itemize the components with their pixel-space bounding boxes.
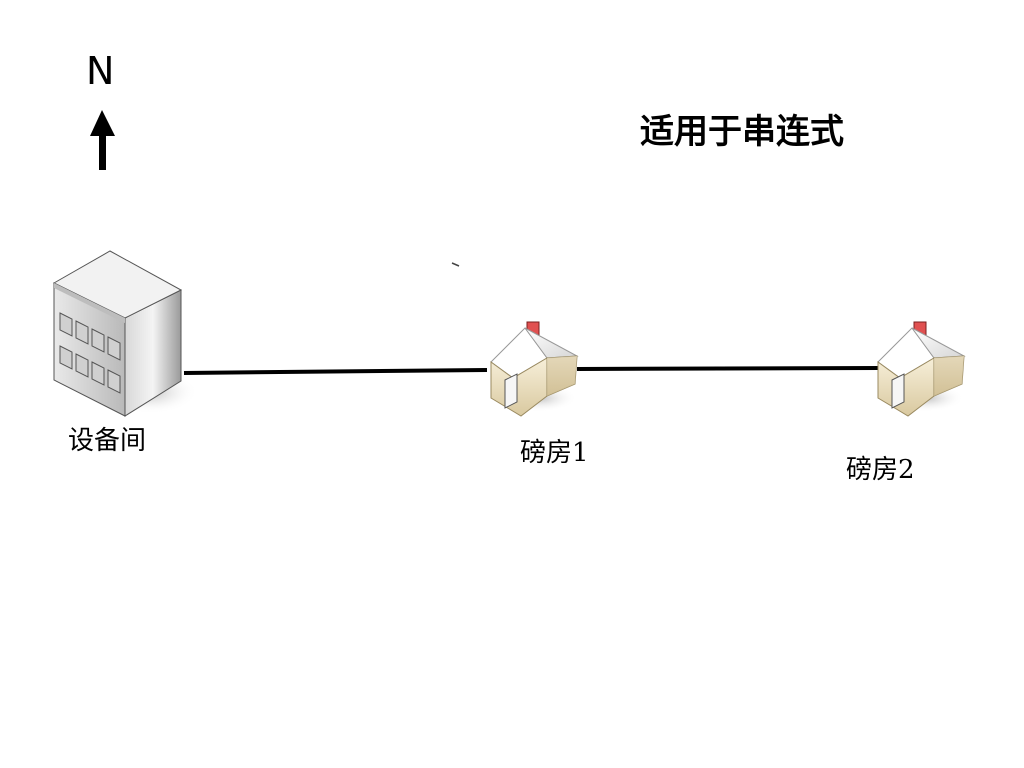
diagram-title: 适用于串连式 xyxy=(640,112,844,152)
node-label-pound-house-1: 磅房1 xyxy=(520,438,589,468)
office-building-icon xyxy=(52,250,198,417)
stray-mark xyxy=(451,262,460,267)
node-label-equipment-room: 设备间 xyxy=(68,426,147,456)
link-pound1-to-pound2 xyxy=(576,366,881,371)
node-label-pound-house-2: 磅房2 xyxy=(846,455,915,485)
link-equipment-to-pound1 xyxy=(183,368,488,375)
north-arrow-icon xyxy=(90,110,115,170)
house-icon xyxy=(490,321,579,417)
house-icon xyxy=(877,321,966,417)
north-label: N xyxy=(86,49,115,93)
